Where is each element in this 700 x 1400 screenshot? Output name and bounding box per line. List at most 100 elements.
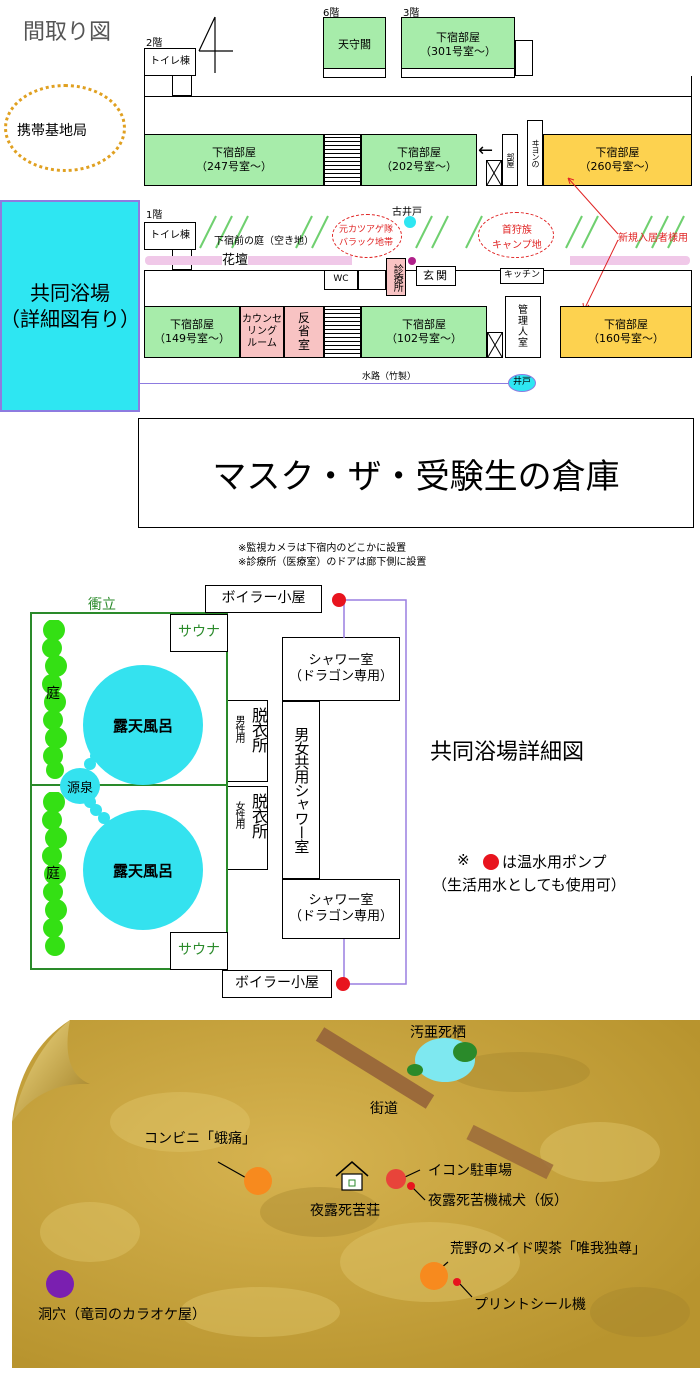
dragon-shower-top: シャワー室 （ドラゴン専用） (282, 637, 400, 701)
cave-label: 洞穴（竜司のカラオケ屋） (38, 1307, 206, 1323)
garden-label: 下宿前の庭（空き地） (214, 236, 314, 247)
clinic-label: 診療所 (391, 263, 403, 291)
hot-spring-source: 源泉 (60, 768, 100, 804)
garden-hedge-top (42, 620, 67, 779)
pump-note-sub: （生活用水としても使用可） (432, 876, 626, 894)
room-260: 下宿部屋 （260号室～） (543, 134, 692, 186)
storage-2f (486, 160, 502, 186)
waterway-line (140, 383, 510, 384)
floorplan-title: 間取り図 (23, 20, 112, 45)
men-label: 男性用 (233, 715, 244, 742)
note-clinic-door: ※診療所（医療室）のドアは廊下側に設置 (238, 557, 427, 568)
outdoor-bath-bottom: 露天風呂 (83, 810, 203, 930)
dressing-men-label: 脱衣所 (249, 707, 268, 752)
stairs-2f (324, 134, 361, 186)
pump-top-icon (332, 593, 346, 607)
hanseishitsu-label: 反 省 室 (297, 311, 310, 352)
kitchen-label: キッチン (503, 270, 540, 281)
garden-bottom-label: 庭 (46, 866, 60, 882)
sauna-bottom: サウナ (170, 932, 228, 970)
toilet-1f-label: トイレ棟 (150, 229, 190, 241)
barrack-area (332, 214, 402, 258)
sauna-top: サウナ (170, 614, 228, 652)
dressing-women: 女性用 脱衣所 (228, 786, 268, 870)
wc-label: WC (333, 274, 349, 285)
room-149-label: 下宿部屋 （149号室～） (154, 318, 230, 345)
robodog-marker-icon (407, 1182, 415, 1190)
water-pipes (343, 599, 407, 985)
boiler-bottom: ボイラー小屋 (222, 970, 332, 998)
maid-cafe-marker-icon (420, 1262, 448, 1290)
toilet-1f: トイレ棟 (144, 222, 196, 250)
garden-top-label: 庭 (46, 686, 60, 702)
shared-bath[interactable]: 共同浴場 （詳細図有り） (0, 200, 140, 412)
garden-hedge-bottom (42, 792, 67, 956)
room-247-label: 下宿部屋 （247号室～） (196, 146, 272, 173)
room-102: 下宿部屋 （102号室～） (361, 306, 487, 358)
dressing-men: 男性用 脱衣所 (228, 700, 268, 782)
counseling-room: カウンセ リング ルーム (240, 306, 284, 358)
house-icon (335, 1161, 369, 1191)
floor1-label: 1階 (146, 210, 163, 221)
kitchen: キッチン (500, 268, 544, 284)
room-301-annex (515, 40, 533, 76)
dressing-women-label: 脱衣所 (249, 793, 268, 838)
corridor-2f-wall (144, 96, 692, 97)
floor2-label: 2階 (146, 38, 163, 49)
barrack-label: 元カツアゲ隊 バラック地帯 (339, 225, 394, 248)
bath-outer-wall (30, 612, 228, 970)
tenshukaku-room: 天守閣 (323, 17, 386, 72)
bath-detail: 衝立 ボイラー小屋 サウナ サウナ ボイラー小屋 庭 庭 露 (0, 580, 700, 1005)
cave-marker-icon (46, 1270, 74, 1298)
room-149: 下宿部屋 （149号室～） (144, 306, 240, 358)
print-club-marker-icon (453, 1278, 461, 1286)
mixed-shower-label: 男女共用シャワー室 (292, 727, 311, 853)
wc-wall (358, 270, 386, 290)
screen-label: 衝立 (88, 597, 116, 613)
floor3-label: 3階 (403, 8, 420, 19)
room-301-label: 下宿部屋 （301号室～） (420, 30, 496, 58)
banner-text: マスク・ザ・受験生の倉庫 (212, 456, 620, 497)
stair-arrow-icon: ← (478, 140, 494, 161)
boiler-top: ボイラー小屋 (205, 585, 322, 613)
bath-detail-title: 共同浴場詳細図 (430, 740, 585, 765)
shared-bath-label: 共同浴場 （詳細図有り） (0, 281, 140, 331)
room-202-label: 下宿部屋 （202号室～） (381, 146, 457, 173)
sauna-top-label: サウナ (178, 624, 220, 641)
room-247: 下宿部屋 （247号室～） (144, 134, 324, 186)
cell-tower-label: 携帯基地局 (17, 123, 87, 139)
outdoor-bath-top-label: 露天風呂 (112, 716, 173, 735)
well-label: 井戸 (512, 377, 531, 388)
counseling-label: カウンセ リング ルーム (242, 314, 282, 349)
area-map: 汚亜死栖 街道 コンビニ「蛾痛」 夜露死苦荘 イコン駐車場 夜露死苦機械犬（仮）… (0, 1012, 700, 1400)
floorplan: 間取り図 6階 天守閣 3階 下宿部屋 （301号室～） 2階 トイレ棟 下宿部… (0, 0, 700, 415)
clinic-mark-icon (408, 257, 416, 265)
hot-spring-source-label: 源泉 (66, 780, 93, 796)
yoroshiku-label: 夜露死苦荘 (310, 1203, 380, 1219)
room-160: 下宿部屋 （160号室～） (560, 306, 692, 358)
mixed-shower: 男女共用シャワー室 (282, 701, 320, 879)
dragon-shower-bottom: シャワー室 （ドラゴン専用） (282, 879, 400, 939)
banner-box: マスク・ザ・受験生の倉庫 (138, 418, 694, 528)
toilet-2f-label: トイレ棟 (150, 55, 190, 67)
pump-bottom-icon (336, 977, 350, 991)
road-label: 街道 (370, 1101, 398, 1117)
boiler-bottom-label: ボイラー小屋 (235, 975, 319, 992)
garden-hatching (199, 215, 685, 249)
sauna-bottom-label: サウナ (178, 942, 220, 959)
maid-cafe-label: 荒野のメイド喫茶「唯我独尊」 (450, 1241, 646, 1257)
toilet-2f-link (172, 76, 192, 96)
small-room-a: ヰヨンの (527, 120, 543, 186)
outdoor-bath-bottom-label: 露天風呂 (112, 861, 173, 880)
small-room-a-label: ヰヨンの (531, 139, 540, 167)
note-camera: ※監視カメラは下宿内のどこかに設置 (238, 543, 407, 554)
room-160-label: 下宿部屋 （160号室～） (588, 318, 664, 345)
ashishi-label: 汚亜死栖 (410, 1025, 466, 1041)
flowerbed-label: 花壇 (222, 249, 249, 268)
corridor-2f (144, 76, 692, 134)
conveni-label: コンビニ「蛾痛」 (144, 1131, 256, 1147)
flowerbed-band (145, 256, 690, 265)
floor6-label: 6階 (323, 8, 340, 19)
room-202: 下宿部屋 （202号室～） (361, 134, 477, 186)
cell-tower (4, 84, 126, 172)
